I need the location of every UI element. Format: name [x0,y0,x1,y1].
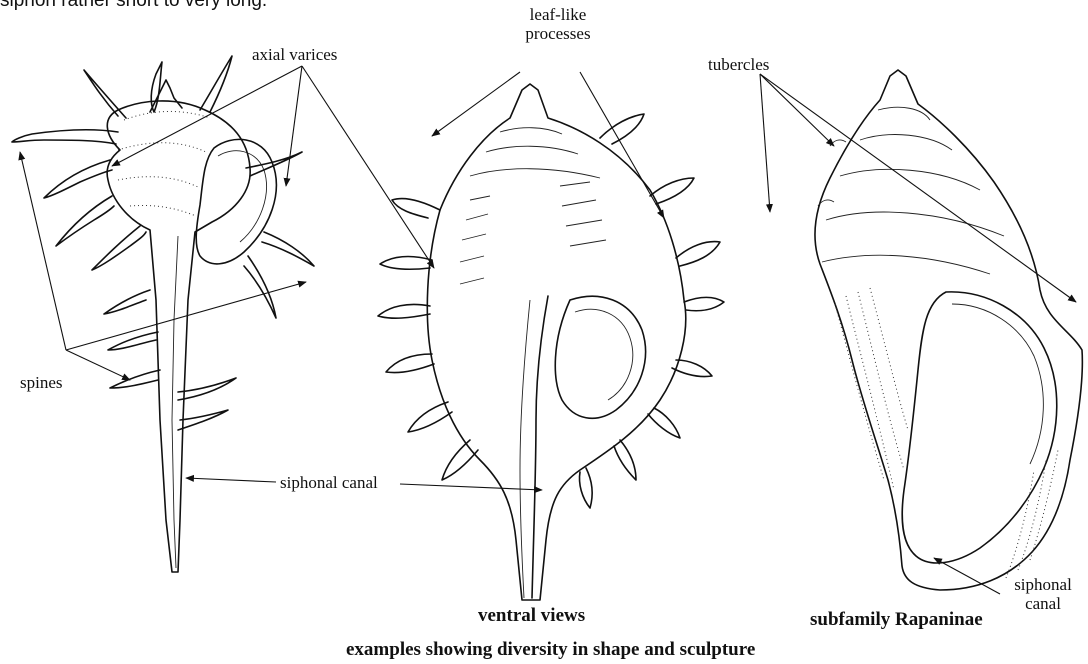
label-tubercles: tubercles [708,56,769,75]
label-siphonal-canal-right-line2: canal [1000,595,1086,614]
label-leaf-like-processes: leaf-like processes [522,6,594,43]
label-spines: spines [20,374,63,393]
caption-subfamily: subfamily Rapaninae [810,610,983,631]
label-leaf-like-line2: processes [522,25,594,44]
pointer-lines [20,66,1076,594]
label-siphonal-canal-right: siphonal canal [1000,576,1086,613]
shell-center-chicoreus [378,84,724,600]
label-leaf-like-line1: leaf-like [522,6,594,25]
label-siphonal-canal-right-line1: siphonal [1000,576,1086,595]
caption-ventral-views: ventral views [478,606,585,627]
caption-examples: examples showing diversity in shape and … [346,640,755,661]
label-axial-varices: axial varices [252,46,337,65]
shell-right-rapaninae [815,70,1082,590]
label-siphonal-canal-center: siphonal canal [280,474,378,493]
